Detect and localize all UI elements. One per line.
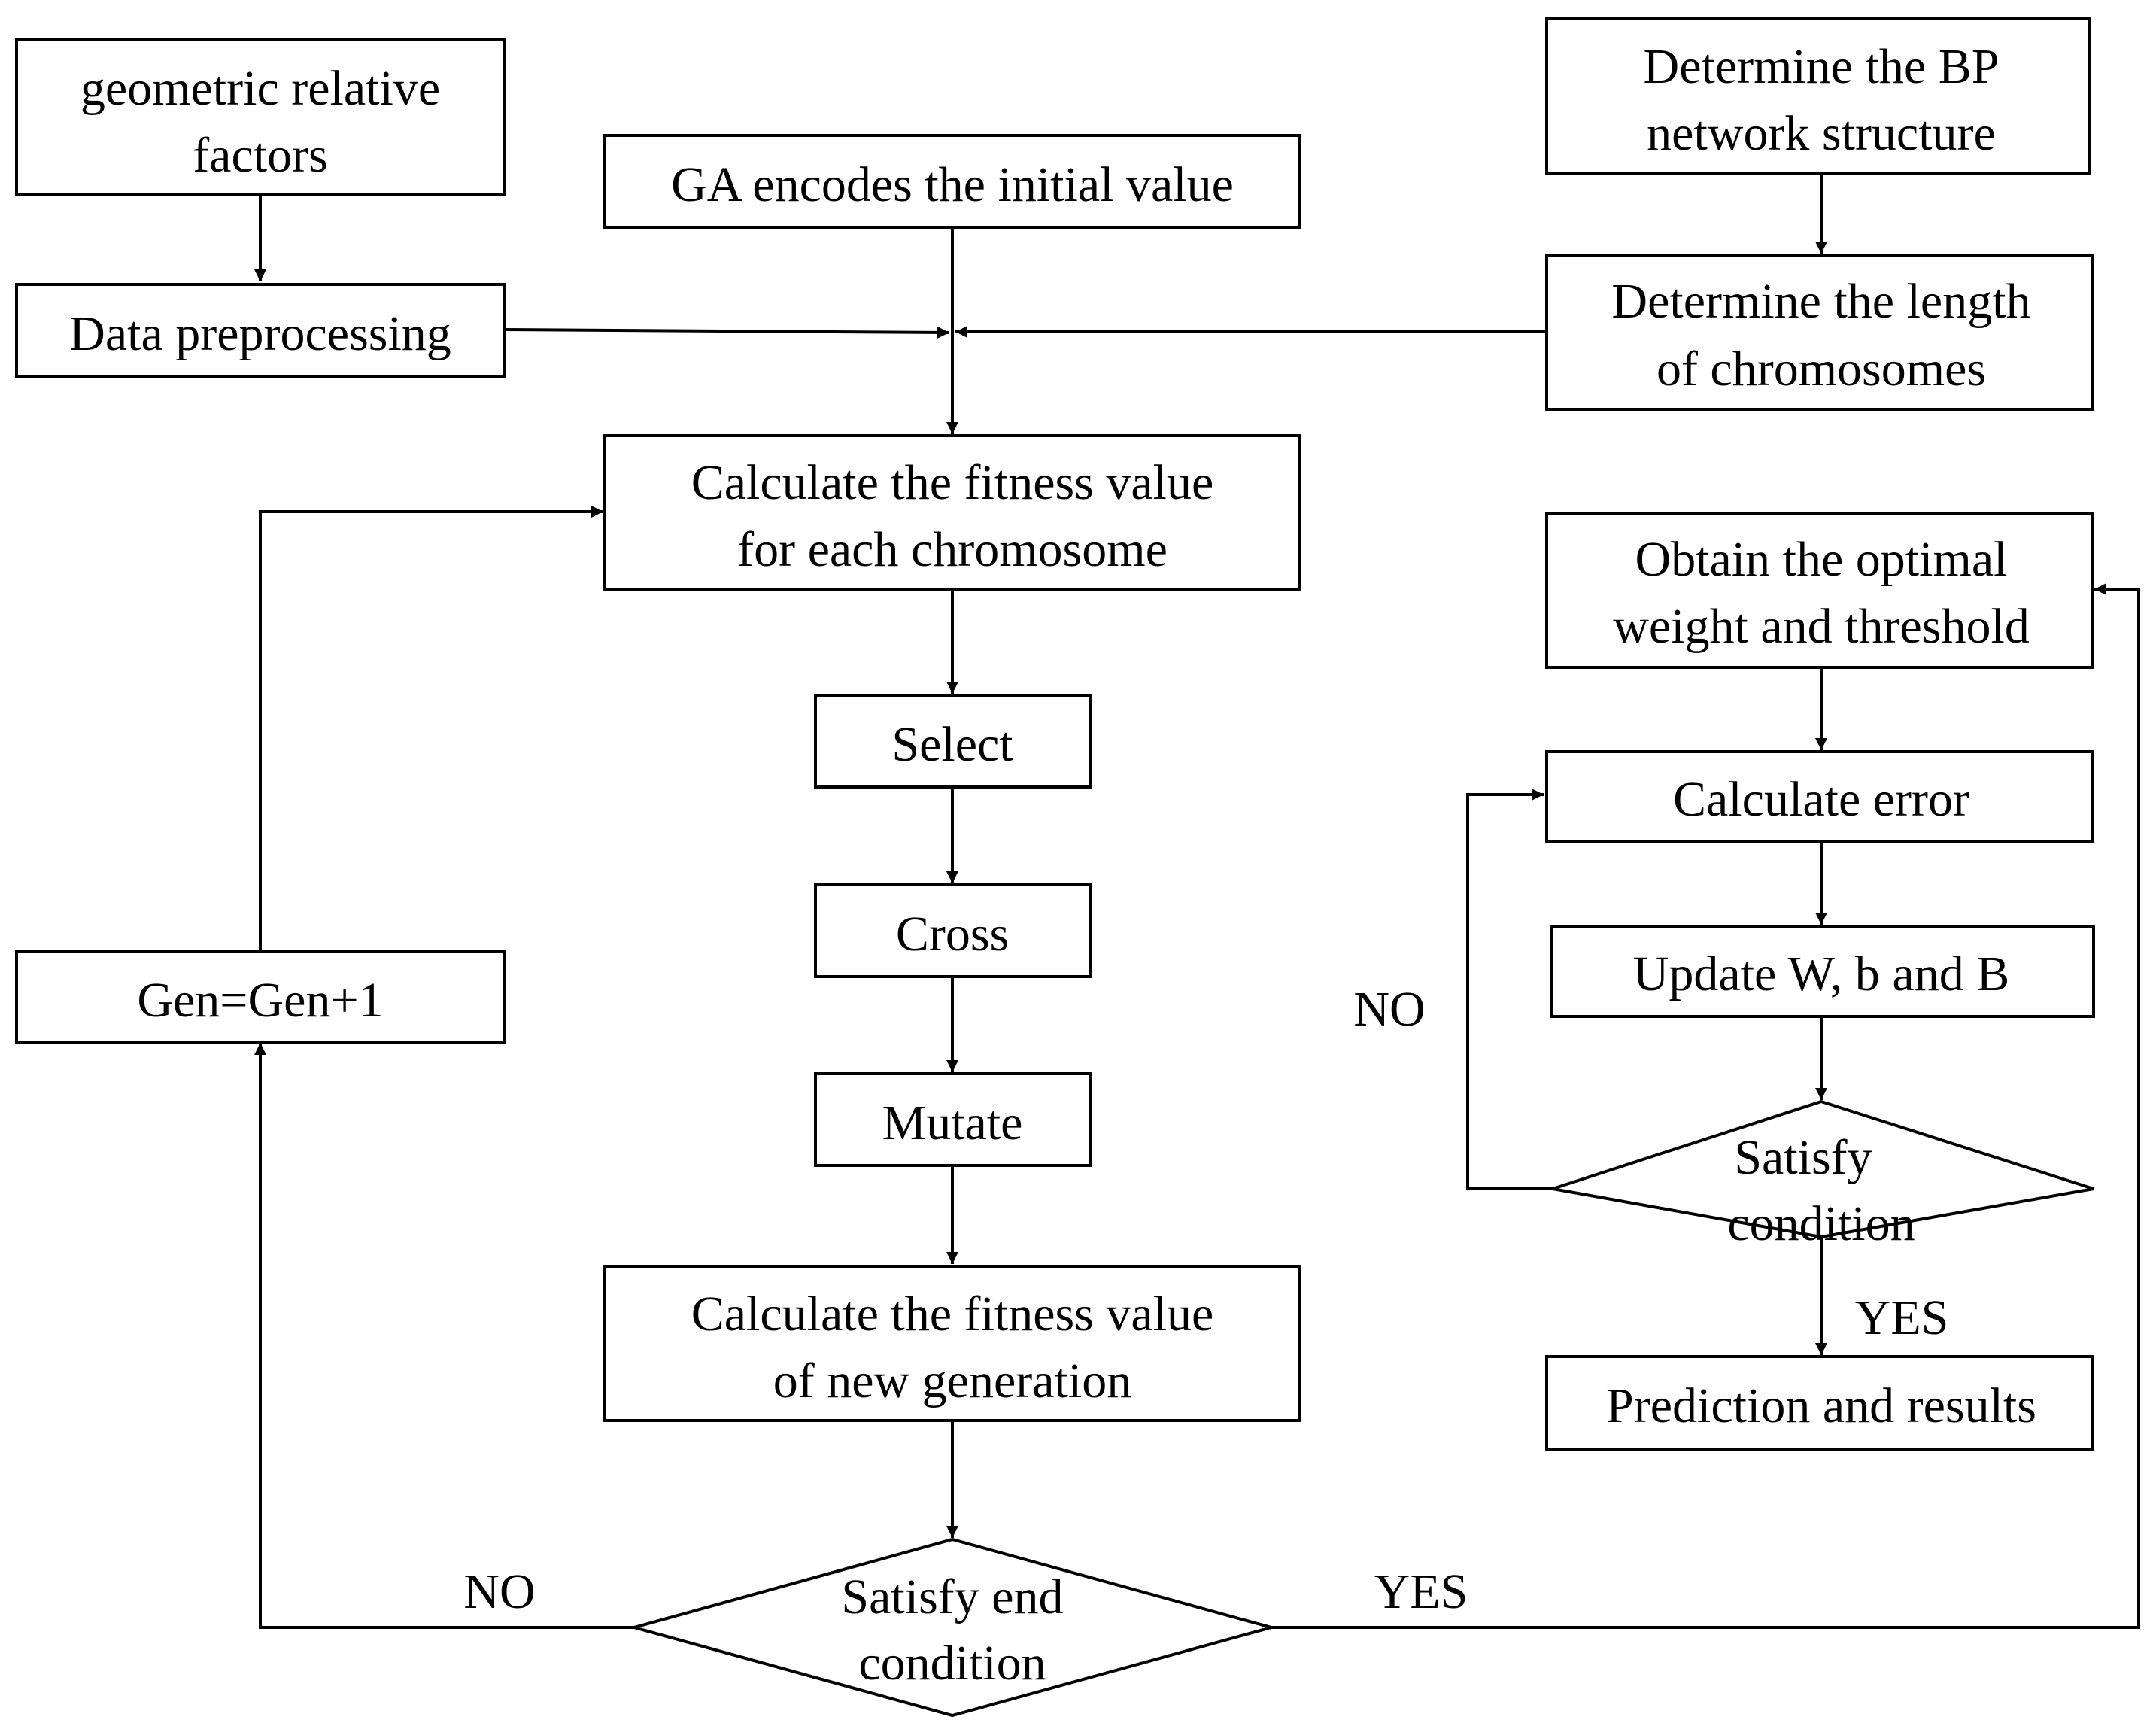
node-chromosome-length-line1: Determine the length xyxy=(1611,274,2030,329)
node-end-condition: Satisfy end condition xyxy=(628,1537,1277,1718)
edge-label-condition-yes: YES xyxy=(1855,1290,1949,1345)
node-geometric-factors: geometric relative factors xyxy=(15,38,506,196)
node-gen-increment: Gen=Gen+1 xyxy=(15,950,506,1044)
edge-end-no-to-gen xyxy=(254,1043,634,1629)
node-fitness-new-line1: Calculate the fitness value xyxy=(691,1287,1214,1342)
node-optimal-weight-line1: Obtain the optimal xyxy=(1635,532,2008,587)
node-cross-label: Cross xyxy=(896,907,1009,962)
node-optimal-weight: Obtain the optimal weight and threshold xyxy=(1545,512,2094,669)
edge-condition-no-to-error xyxy=(1466,789,1553,1190)
node-fitness-new: Calculate the fitness value of new gener… xyxy=(603,1265,1301,1422)
node-gen-increment-label: Gen=Gen+1 xyxy=(137,973,383,1028)
node-chromosome-length: Determine the length of chromosomes xyxy=(1545,254,2094,411)
node-ga-encodes: GA encodes the initial value xyxy=(603,134,1301,229)
node-satisfy-condition-line2: condition xyxy=(1727,1196,1915,1251)
node-end-condition-line2: condition xyxy=(858,1636,1046,1691)
node-prediction-label: Prediction and results xyxy=(1606,1378,2036,1433)
node-bp-structure: Determine the BP network structure xyxy=(1545,17,2091,175)
node-geometric-factors-line1: geometric relative xyxy=(80,61,440,116)
node-fitness-each-line1: Calculate the fitness value xyxy=(691,455,1214,510)
node-fitness-each: Calculate the fitness value for each chr… xyxy=(603,434,1301,591)
node-update-params: Update W, b and B xyxy=(1550,925,2095,1018)
node-satisfy-condition-line1: Satisfy xyxy=(1734,1130,1872,1185)
node-bp-structure-line1: Determine the BP xyxy=(1644,39,2000,94)
edge-label-condition-no: NO xyxy=(1353,982,1425,1037)
node-chromosome-length-line2: of chromosomes xyxy=(1656,342,1986,397)
edge-label-end-yes: YES xyxy=(1374,1564,1468,1619)
node-ga-encodes-label: GA encodes the initial value xyxy=(671,157,1234,212)
node-geometric-factors-line2: factors xyxy=(193,128,328,183)
node-data-preprocessing-label: Data preprocessing xyxy=(69,306,451,361)
node-cross: Cross xyxy=(814,883,1092,978)
node-prediction: Prediction and results xyxy=(1545,1355,2094,1451)
node-fitness-each-line2: for each chromosome xyxy=(737,522,1168,577)
edge-gen-to-fitness-each xyxy=(259,506,603,950)
node-optimal-weight-line2: weight and threshold xyxy=(1613,599,2030,654)
edge-preprocessing-to-junction xyxy=(505,326,950,339)
node-mutate-label: Mutate xyxy=(882,1095,1023,1150)
node-select: Select xyxy=(814,694,1092,789)
node-calculate-error-label: Calculate error xyxy=(1673,772,1969,827)
node-calculate-error: Calculate error xyxy=(1545,750,2094,843)
node-mutate: Mutate xyxy=(814,1072,1092,1167)
node-select-label: Select xyxy=(891,717,1013,772)
node-data-preprocessing: Data preprocessing xyxy=(15,283,506,378)
node-satisfy-condition: Satisfy condition xyxy=(1552,1099,2094,1251)
edge-end-yes-to-optimal xyxy=(1271,583,2140,1629)
node-update-params-label: Update W, b and B xyxy=(1633,947,2009,1001)
edge-label-end-no: NO xyxy=(463,1564,535,1619)
edges xyxy=(254,175,2140,1629)
node-fitness-new-line2: of new generation xyxy=(773,1354,1131,1408)
node-bp-structure-line2: network structure xyxy=(1647,106,1996,161)
node-end-condition-line1: Satisfy end xyxy=(841,1569,1063,1624)
